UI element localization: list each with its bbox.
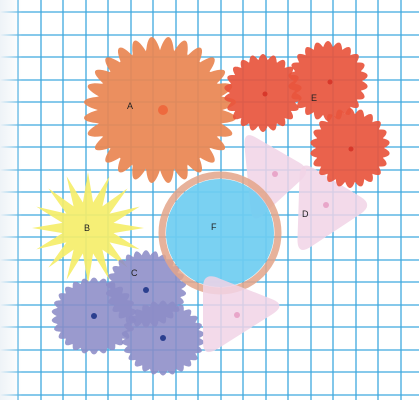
shape-b-label: B bbox=[84, 223, 90, 233]
shape-d-label: D bbox=[302, 209, 309, 219]
left-edge-fade bbox=[0, 0, 22, 400]
shape-e-dot-right bbox=[328, 80, 333, 85]
shape-d-triangle-lower bbox=[203, 276, 279, 352]
shape-d-dot-upper bbox=[272, 171, 278, 177]
shape-c-dot-bottom bbox=[160, 335, 166, 341]
shape-a: A bbox=[84, 37, 236, 183]
shape-c-dot-left bbox=[91, 313, 97, 319]
shape-e-dot-left bbox=[263, 92, 268, 97]
shape-e-dot-lower bbox=[349, 147, 354, 152]
shape-a-center-dot bbox=[158, 105, 168, 115]
shape-f: F bbox=[162, 175, 278, 291]
shape-f-label: F bbox=[211, 222, 217, 232]
shape-c-dot-top bbox=[143, 287, 149, 293]
shape-e-label: E bbox=[311, 93, 317, 103]
shape-f-body bbox=[166, 179, 274, 287]
shape-c-label: C bbox=[131, 268, 138, 278]
shape-d-dot-lower bbox=[234, 312, 240, 318]
shape-a-label: A bbox=[127, 101, 133, 111]
shape-d-dot-right bbox=[323, 202, 329, 208]
